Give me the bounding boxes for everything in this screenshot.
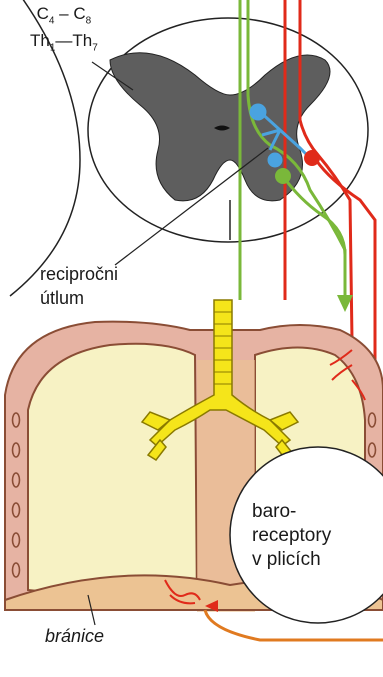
diaphragm-label: bránice (45, 626, 104, 647)
spinal-cord-section (88, 18, 368, 242)
reciprocal-inhibition-label: recipročni útlum (40, 262, 118, 310)
thoracic-segments: Th1—Th7 (30, 31, 98, 58)
baroreceptor-label: baro- receptory v plicích (252, 500, 331, 572)
red-motor-neuron (304, 150, 320, 166)
baro-line3: v plicích (252, 548, 331, 572)
segment-label: C4 – C8 Th1—Th7 (30, 4, 98, 59)
recip-line2: útlum (40, 286, 118, 310)
recip-line1: recipročni (40, 262, 118, 286)
cervical-segments: C4 – C8 (30, 4, 98, 31)
baro-line2: receptory (252, 524, 331, 548)
baro-line1: baro- (252, 500, 331, 524)
green-motor-neuron (275, 168, 291, 184)
left-lung (28, 344, 197, 610)
